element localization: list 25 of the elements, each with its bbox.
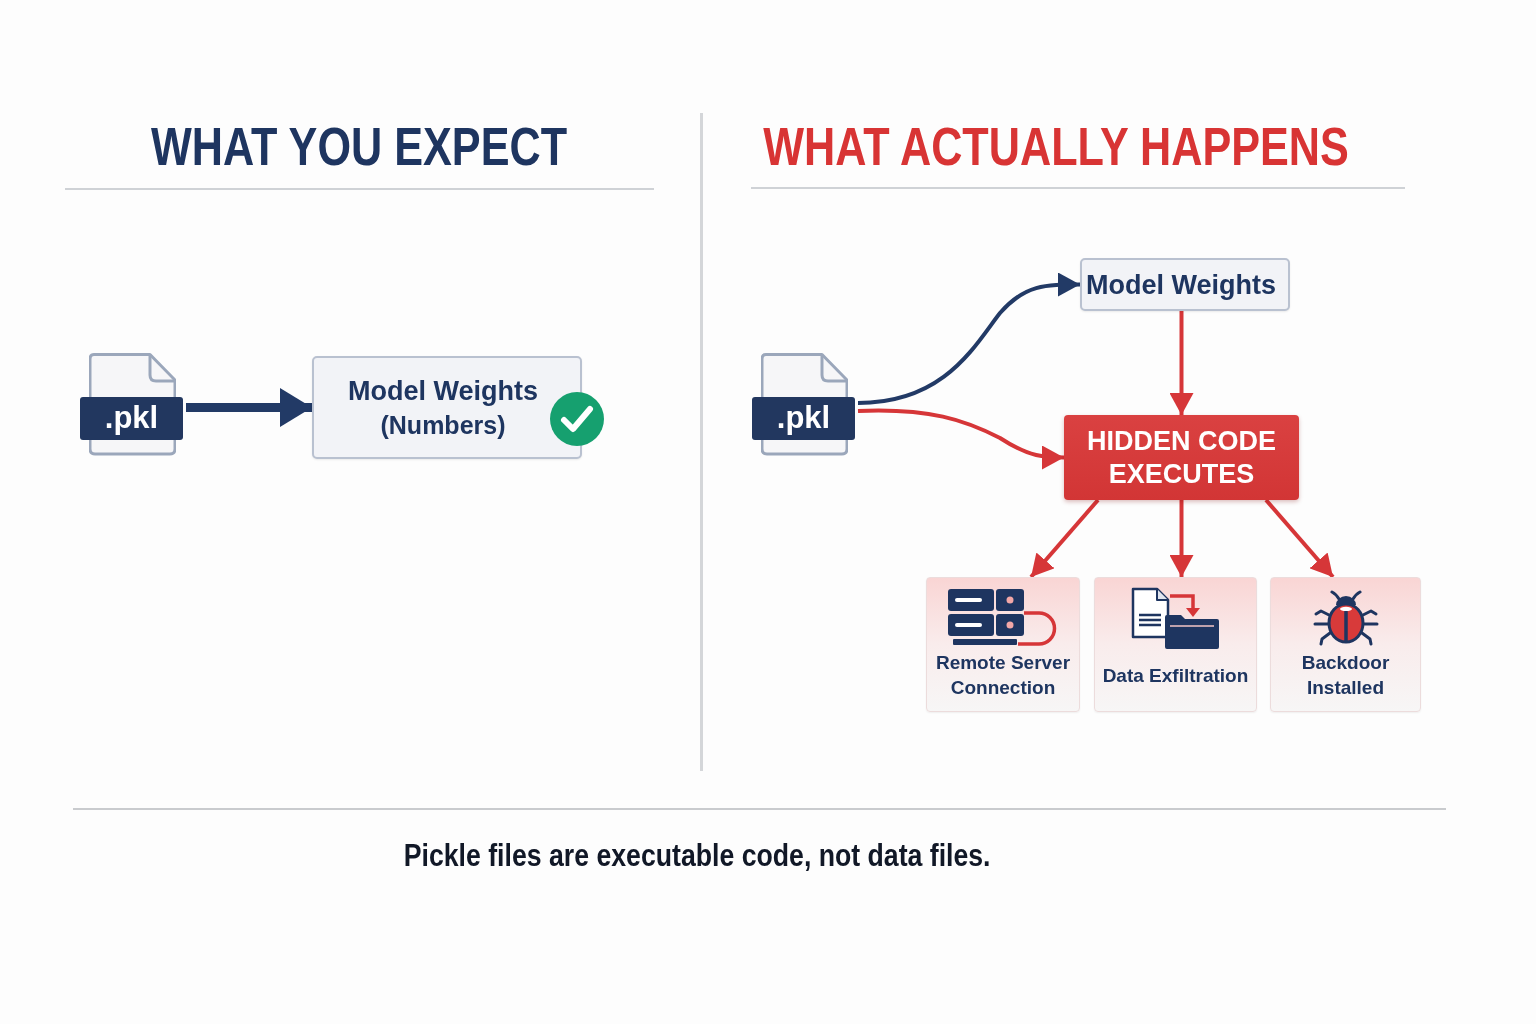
arrow: [857, 272, 1080, 405]
card-label: Data Exfiltration: [1102, 663, 1249, 688]
process-box: [1080, 258, 1290, 311]
arrow: [1169, 500, 1194, 577]
file-extension-label: .pkl: [80, 397, 183, 440]
alert-label: HIDDEN CODE EXECUTES: [1086, 424, 1277, 491]
impact-card: [1270, 577, 1421, 712]
box-subtitle: (Numbers): [380, 409, 506, 441]
card-label: Remote Server Connection: [934, 651, 1072, 700]
box-title: Model Weights: [348, 374, 538, 408]
impact-card: [1094, 577, 1257, 712]
arrow: [186, 388, 312, 427]
card-label: Backdoor Installed: [1300, 651, 1391, 700]
caption-text: Pickle files are executable code, not data files.: [403, 837, 991, 875]
arrow: [857, 408, 1064, 470]
file-extension-label: .pkl: [752, 397, 855, 440]
arrow: [1169, 311, 1194, 415]
section-heading: WHAT ACTUALLY HAPPENS: [763, 115, 1349, 178]
arrow: [1029, 498, 1100, 579]
process-box: [312, 356, 582, 459]
box-title: Model Weights: [1086, 268, 1276, 302]
impact-card: [926, 577, 1080, 712]
section-heading: WHAT YOU EXPECT: [151, 115, 568, 178]
alert-box: [1064, 415, 1299, 500]
arrow: [1264, 498, 1335, 579]
